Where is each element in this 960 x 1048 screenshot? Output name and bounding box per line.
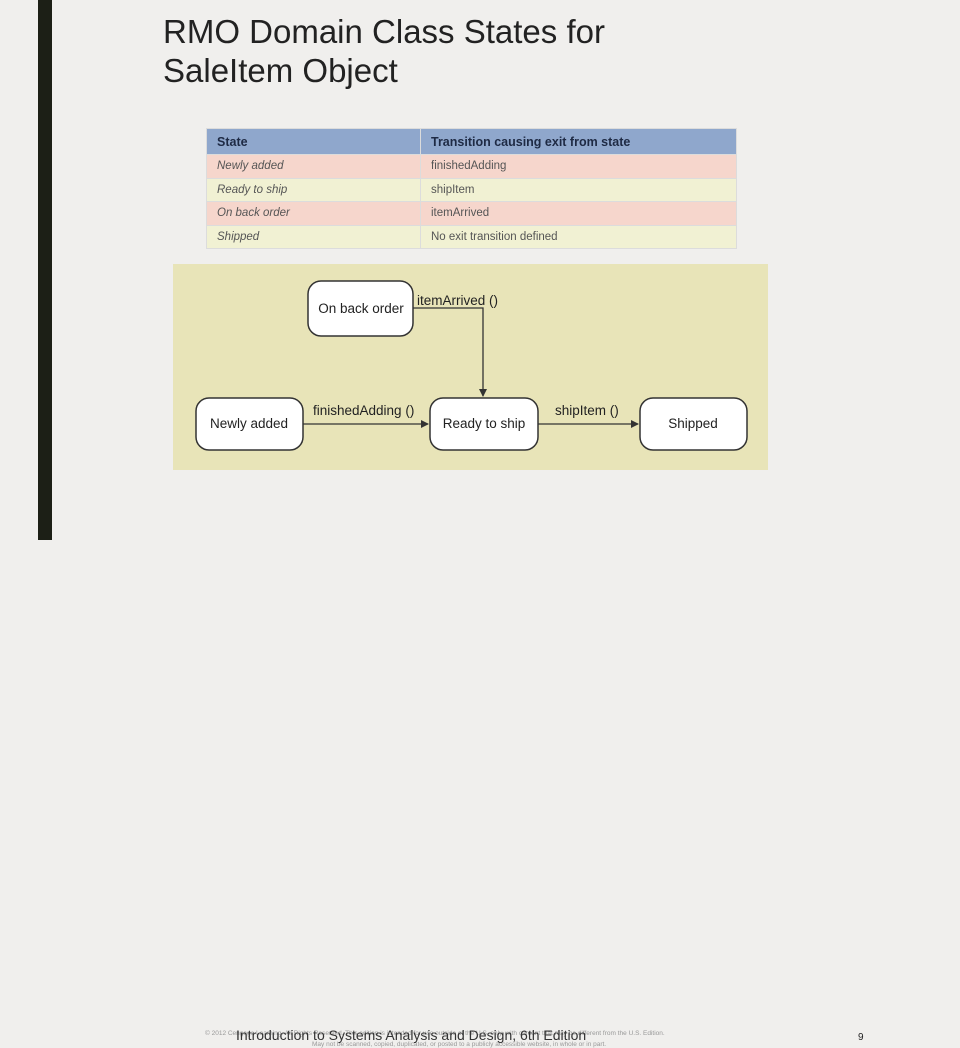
- transition-label-finished-adding: finishedAdding (): [313, 403, 414, 418]
- book-title: Introduction to Systems Analysis and Des…: [236, 1027, 587, 1043]
- slide-title-line2: SaleItem Object: [163, 52, 398, 89]
- state-cell: Newly added: [206, 154, 421, 179]
- transition-cell: finishedAdding: [420, 154, 737, 179]
- table-header-row: State Transition causing exit from state: [206, 128, 737, 155]
- transition-cell: No exit transition defined: [420, 224, 737, 249]
- transition-label-ship-item: shipItem (): [555, 403, 619, 418]
- state-on-back-order: On back order: [307, 280, 414, 337]
- slide-title-line1: RMO Domain Class States for: [163, 13, 605, 50]
- table-row: Newly added finishedAdding: [206, 154, 737, 179]
- state-ready-to-ship: Ready to ship: [429, 397, 539, 451]
- transition-cell: itemArrived: [420, 201, 737, 226]
- table-row: Shipped No exit transition defined: [206, 224, 737, 249]
- table-row: Ready to ship shipItem: [206, 177, 737, 202]
- state-machine-svg: On back order Newly added Ready to ship …: [195, 280, 748, 451]
- state-label: Shipped: [668, 416, 718, 431]
- transition-label-item-arrived: itemArrived (): [417, 293, 498, 308]
- state-shipped: Shipped: [639, 397, 748, 451]
- state-cell: On back order: [206, 201, 421, 226]
- slide-title: RMO Domain Class States for SaleItem Obj…: [163, 12, 605, 90]
- left-accent-bar: [38, 0, 52, 540]
- state-label: Newly added: [210, 416, 288, 431]
- state-machine-diagram: On back order Newly added Ready to ship …: [173, 264, 768, 470]
- header-state: State: [206, 128, 421, 155]
- state-cell: Ready to ship: [206, 177, 421, 202]
- page-number: 9: [858, 1032, 864, 1043]
- state-transition-table: State Transition causing exit from state…: [206, 128, 737, 249]
- table-row: On back order itemArrived: [206, 201, 737, 226]
- state-label: Ready to ship: [443, 416, 526, 431]
- slide-footer: © 2012 Cengage Learning. All Rights Rese…: [0, 512, 960, 1048]
- state-cell: Shipped: [206, 224, 421, 249]
- transition-cell: shipItem: [420, 177, 737, 202]
- state-label: On back order: [318, 301, 404, 316]
- header-transition: Transition causing exit from state: [420, 128, 737, 155]
- state-newly-added: Newly added: [195, 397, 304, 451]
- transition-arrow-item-arrived: [413, 307, 487, 397]
